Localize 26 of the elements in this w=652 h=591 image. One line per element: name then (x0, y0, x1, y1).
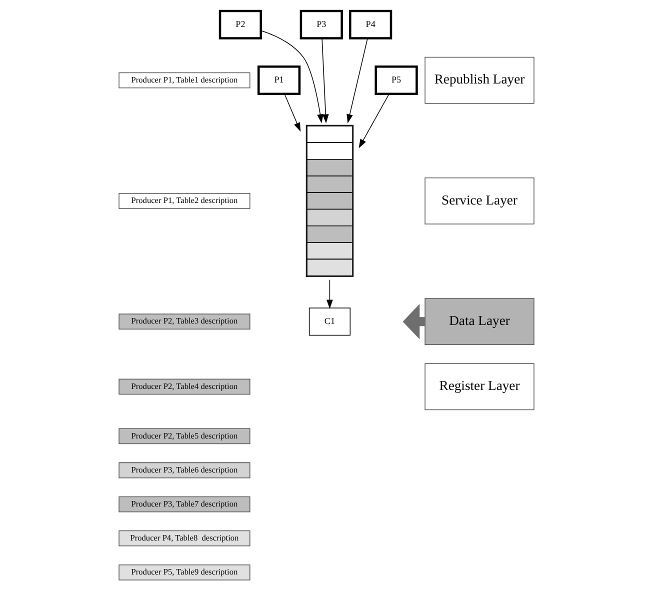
node-box: Service Layer (424, 177, 534, 224)
arrow (358, 94, 389, 148)
node-box: P5 (374, 66, 418, 96)
node-box: P2 (218, 10, 262, 40)
node-box: P1 (256, 66, 300, 96)
node-box: P4 (348, 10, 392, 40)
node-box: C1 (308, 308, 350, 336)
node-box: Producer P2, Table4 description (118, 378, 250, 395)
node-box: Producer P3, Table7 description (118, 496, 250, 512)
node-box: Producer P5, Table9 description (118, 564, 250, 580)
arrow (346, 38, 368, 124)
node-box: Producer P3, Table6 description (118, 462, 250, 478)
arrow (284, 94, 300, 132)
node-box: Register Layer (424, 363, 534, 410)
node-box: Republish Layer (424, 56, 534, 104)
arrow (260, 30, 323, 124)
node-box: P3 (299, 10, 342, 40)
node-box: Producer P2, Table5 description (118, 428, 250, 444)
node-box: Producer P2, Table3 description (118, 314, 250, 330)
arrow (326, 279, 332, 309)
node-box: Producer P1, Table2 description (118, 193, 250, 209)
arrow (402, 304, 424, 340)
arrow (321, 38, 328, 124)
node-box: Producer P1, Table1 description (118, 72, 250, 88)
node-box: Data Layer (424, 298, 534, 346)
node-box: Producer P4, Table8 description (118, 530, 250, 546)
